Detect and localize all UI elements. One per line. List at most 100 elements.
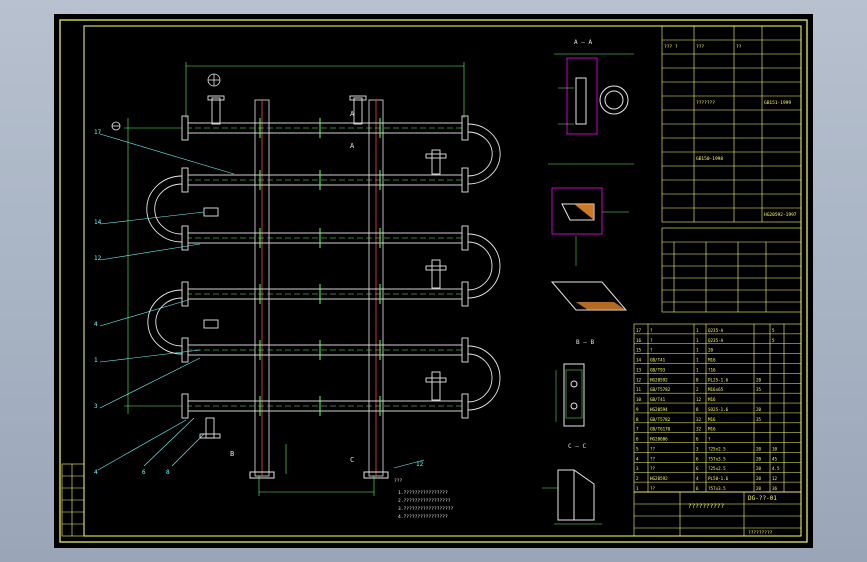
callout-12: 12 <box>94 255 102 262</box>
nozzles <box>199 95 447 439</box>
bom-cell: ?? <box>650 466 656 471</box>
bom-cell: ?16 <box>708 367 716 372</box>
inner-frame <box>83 25 802 537</box>
svg-text:??: ?? <box>736 44 742 50</box>
bom-cell: 20 <box>756 466 762 471</box>
bom-cell: 1 <box>636 486 639 491</box>
bom-cell: PL50-1.6 <box>708 476 729 481</box>
note-1: 1.???????????????? <box>398 490 448 496</box>
bom-cell: 20 <box>756 476 762 481</box>
bom-cell: HG20606 <box>650 437 668 442</box>
marker-a-mid: A <box>350 142 355 150</box>
bom-cell: 1 <box>696 338 699 343</box>
bom-cell: 8 <box>696 407 699 412</box>
svg-text:???: ??? <box>696 44 704 50</box>
detail-nozzle <box>550 281 628 311</box>
svg-text:HG20592-1997: HG20592-1997 <box>764 212 797 218</box>
exchanger-main-view: A A B C 17 14 12 4 1 3 4 6 8 12 <box>94 62 501 520</box>
drawing-number: DG-??-01 <box>748 495 777 502</box>
technical-notes: ??? 1.???????????????? 2.???????????????… <box>394 478 454 520</box>
bom-cell: 6 <box>696 456 699 461</box>
section-view-cc: C — C <box>542 443 602 525</box>
bom-cell: 6 <box>696 466 699 471</box>
bom-cell: M16 <box>708 358 716 363</box>
bom-cell: M16 <box>708 427 716 432</box>
bom-cell: M16 <box>708 417 716 422</box>
bom-cell: 9 <box>636 407 639 412</box>
marker-b-left: B <box>230 450 234 458</box>
svg-text:GB151-1999: GB151-1999 <box>764 100 791 106</box>
view-markers <box>111 73 221 131</box>
bom-cell: ?57x3.5 <box>708 456 726 461</box>
school-name: ????????? <box>748 530 773 536</box>
spec-table-text: ??????? GB151-1999 GB150-1998 HG20592-19… <box>664 44 797 218</box>
bom-cell: 6 <box>696 486 699 491</box>
bom-cell: 32 <box>696 427 702 432</box>
callout-14: 14 <box>94 219 102 226</box>
note-2: 2.????????????????? <box>398 498 451 504</box>
nozzle-table <box>661 227 802 313</box>
bom-cell: 16 <box>636 338 642 343</box>
outer-frame <box>59 19 808 543</box>
bom-cell: 5 <box>636 446 639 451</box>
callout-8: 8 <box>166 469 170 476</box>
intermediate-flanges <box>259 118 381 416</box>
bom-cell: ?25x2.5 <box>708 446 726 451</box>
bom-cell: 5 <box>772 338 775 343</box>
bom-cell: 3 <box>696 446 699 451</box>
svg-text:??? ?: ??? ? <box>664 44 678 50</box>
bom-cell: 35 <box>756 417 762 422</box>
tube-passes <box>185 122 465 412</box>
bom-cell: 4.5 <box>772 466 780 471</box>
section-aa-title: A — A <box>574 39 592 46</box>
bom-cell: GB/T5782 <box>650 417 671 422</box>
bom-cell: 14 <box>636 358 642 363</box>
bom-cell: M16x65 <box>708 387 724 392</box>
leader-lines <box>97 133 425 471</box>
callout-4a: 4 <box>94 321 98 328</box>
bom-cell: 3 <box>636 466 639 471</box>
bom-cell: Q235-A <box>708 328 724 333</box>
bom-cell: 20 <box>708 348 714 353</box>
bom-cell: 20 <box>756 446 762 451</box>
title-block <box>633 491 802 537</box>
title-name: ?????????? <box>688 503 725 510</box>
bom-cell: HG20592 <box>650 377 668 382</box>
bom-cell: PL25-1.6 <box>708 377 729 382</box>
detail-weld <box>548 163 634 266</box>
bom-cell: GB/T6170 <box>650 427 671 432</box>
bom-cell: 6 <box>696 437 699 442</box>
bom-cell: Q235-A <box>708 338 724 343</box>
bom-cell: 15 <box>636 348 642 353</box>
callout-17: 17 <box>94 129 102 136</box>
note-4: 4.???????????????? <box>398 514 448 520</box>
bom-cell: ? <box>650 348 653 353</box>
callout-3: 3 <box>94 403 98 410</box>
bom-cell: GB/T93 <box>650 367 666 372</box>
spec-table <box>661 25 802 223</box>
bom-cell: 20 <box>756 486 762 491</box>
svg-text:???: ??? <box>394 478 403 484</box>
callout-4b: 4 <box>94 469 98 476</box>
bom-cell: ?? <box>650 486 656 491</box>
bom-cell: HG20592 <box>650 476 668 481</box>
section-bb-title: B — B <box>576 339 594 346</box>
section-view-aa: A — A <box>554 39 634 135</box>
bom-cell: 11 <box>636 387 642 392</box>
callout-12b: 12 <box>416 461 424 468</box>
bom-cell: 20 <box>756 456 762 461</box>
section-view-bb: B — B <box>555 339 594 427</box>
bom-cell: GB/T5782 <box>650 387 671 392</box>
drawing-canvas: A A B C 17 14 12 4 1 3 4 6 8 12 <box>59 19 808 543</box>
drawing-sheet: A A B C 17 14 12 4 1 3 4 6 8 12 <box>54 14 813 548</box>
bom-cell: ?? <box>650 456 656 461</box>
bom-cell: ? <box>650 338 653 343</box>
bom-cell: GB/T41 <box>650 397 666 402</box>
svg-text:???????: ??????? <box>696 100 715 106</box>
bom-cell: 1 <box>696 358 699 363</box>
bom-cell: 8 <box>696 377 699 382</box>
stamp-table-left <box>61 463 85 537</box>
bom-cell: ?? <box>650 446 656 451</box>
